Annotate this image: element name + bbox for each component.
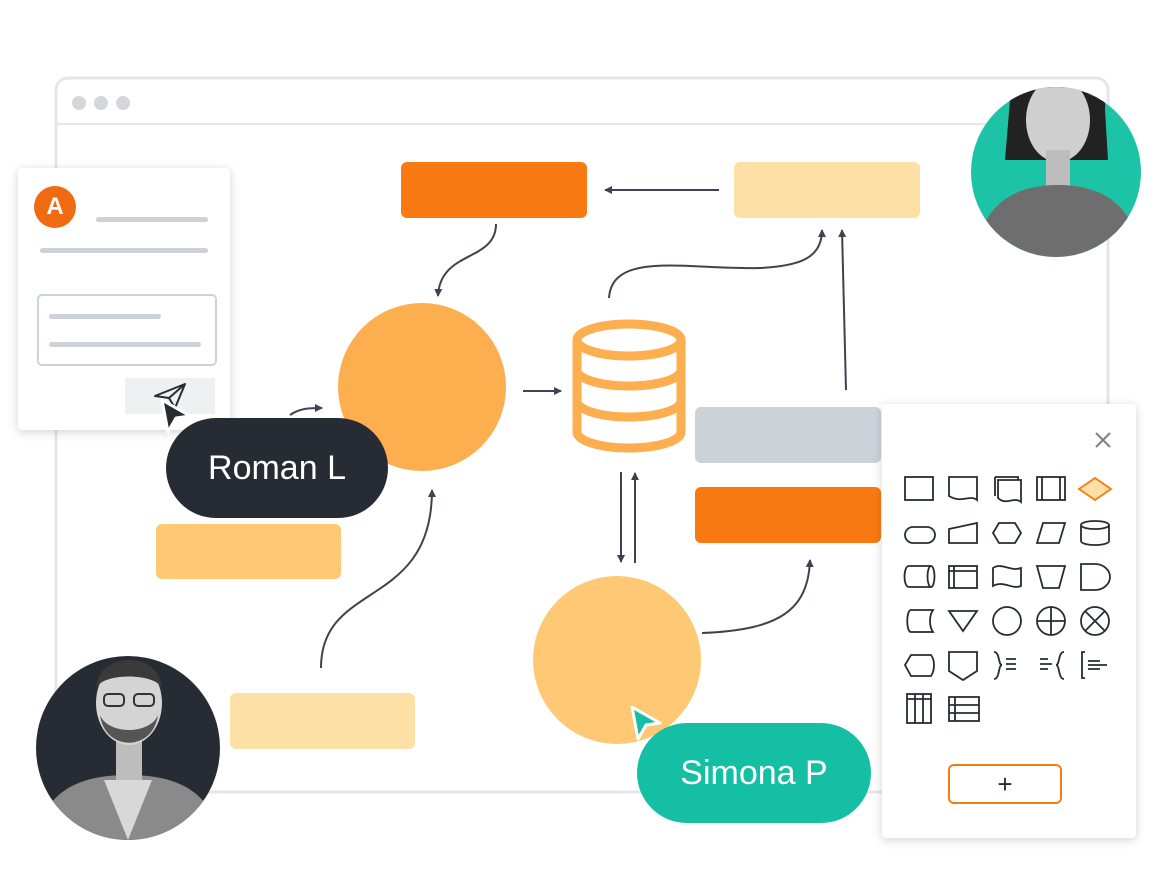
- connectors: [289, 186, 847, 669]
- close-icon[interactable]: [1092, 429, 1114, 451]
- avatar-man: [36, 656, 220, 840]
- process-box-bottom[interactable]: [230, 693, 415, 749]
- process-box-light-top[interactable]: [734, 162, 920, 218]
- circle-node-left[interactable]: [338, 303, 506, 471]
- shape-vertical-table[interactable]: [906, 693, 932, 724]
- shape-manual-input[interactable]: [948, 521, 978, 544]
- text-line: [96, 217, 208, 222]
- shape-or[interactable]: [1036, 606, 1066, 636]
- add-shape-button[interactable]: +: [948, 764, 1062, 804]
- cursor-roman-icon: [160, 398, 192, 434]
- window-dot-icon: [116, 96, 130, 110]
- shape-horizontal-table[interactable]: [948, 696, 980, 722]
- avatar-badge: A: [34, 186, 76, 228]
- comment-input[interactable]: [37, 294, 217, 366]
- shape-rectangle[interactable]: [904, 476, 934, 501]
- collaborator-label-roman: Roman L: [166, 418, 388, 518]
- process-box-gray[interactable]: [695, 407, 881, 463]
- process-box-left[interactable]: [156, 524, 341, 579]
- shape-predefined-process[interactable]: [1036, 476, 1066, 501]
- shape-tape[interactable]: [992, 565, 1022, 588]
- shape-merge[interactable]: [947, 610, 979, 633]
- shape-direct-access-storage[interactable]: [903, 565, 936, 588]
- shape-internal-storage[interactable]: [948, 565, 978, 589]
- cursor-simona-icon: [630, 705, 662, 741]
- shape-annotation-bracket[interactable]: [1081, 651, 1107, 679]
- shape-annotation-right[interactable]: [993, 651, 1016, 680]
- shape-delay[interactable]: [1080, 563, 1111, 591]
- shape-preparation[interactable]: [991, 522, 1023, 544]
- window-dot-icon: [94, 96, 108, 110]
- shape-database[interactable]: [1080, 520, 1110, 546]
- input-line: [49, 342, 201, 347]
- shape-connector[interactable]: [992, 606, 1022, 636]
- shape-summing-junction[interactable]: [1080, 606, 1110, 636]
- shape-data[interactable]: [1035, 522, 1067, 544]
- input-line: [49, 314, 161, 319]
- shape-stored-data[interactable]: [906, 609, 935, 633]
- shape-manual-operation[interactable]: [1035, 565, 1067, 589]
- shape-terminator[interactable]: [904, 526, 936, 544]
- collaborator-label-simona: Simona P: [637, 723, 871, 823]
- shape-decision[interactable]: [1077, 476, 1113, 502]
- text-line: [40, 248, 208, 253]
- circle-node-bottom[interactable]: [533, 576, 701, 744]
- shape-document[interactable]: [948, 476, 978, 502]
- shape-annotation-left[interactable]: [1040, 651, 1065, 680]
- process-box-orange-right[interactable]: [695, 487, 881, 543]
- window-dot-icon: [72, 96, 86, 110]
- shape-panel: +: [882, 404, 1136, 838]
- shape-display[interactable]: [903, 654, 935, 677]
- shape-off-page-connector[interactable]: [948, 651, 978, 682]
- comment-card: A: [18, 168, 230, 430]
- shape-grid: [903, 476, 1113, 724]
- database-icon[interactable]: [572, 319, 686, 453]
- shape-multi-document[interactable]: [994, 476, 1022, 504]
- process-box-orange-top[interactable]: [401, 162, 587, 218]
